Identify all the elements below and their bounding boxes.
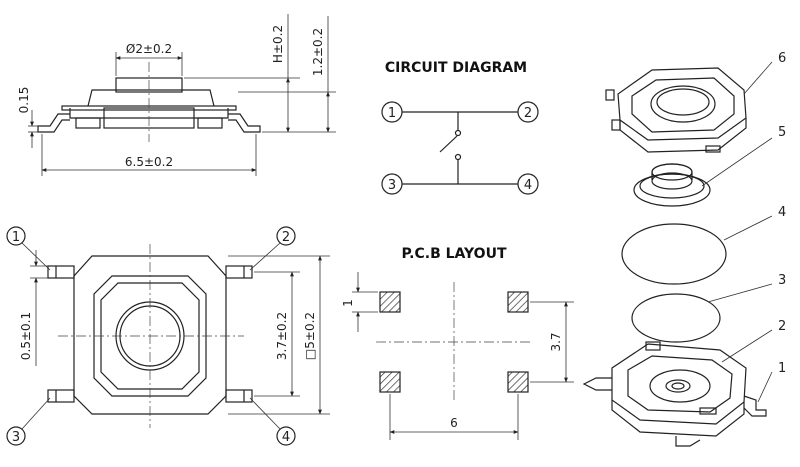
dim-width: 6.5±0.2 (125, 155, 173, 169)
label-part-1: 1 (778, 361, 786, 376)
label-part-5: 5 (778, 125, 786, 140)
dim-body-size: □5±0.2 (303, 312, 317, 360)
pcb-layout: P.C.B LAYOUT 1 3.7 6 (341, 246, 574, 440)
top-pin-1: 1 (12, 230, 20, 245)
circuit-pin-1: 1 (388, 106, 396, 121)
dim-height: H±0.2 (271, 25, 285, 63)
top-view: 1 2 3 4 0.5±0.1 3.7±0.2 □5±0.2 (6, 226, 330, 446)
circuit-pin-3: 3 (388, 178, 396, 193)
part-contact-disc (631, 293, 721, 343)
dim-lead-thickness: 0.15 (17, 87, 31, 114)
top-pin-4: 4 (282, 430, 290, 445)
dim-total-height: 1.2±0.2 (311, 28, 325, 76)
circuit-diagram: CIRCUIT DIAGRAM 1 2 3 4 (381, 60, 539, 195)
label-part-6: 6 (778, 51, 786, 66)
part-base (582, 341, 767, 447)
circuit-pin-2: 2 (524, 106, 532, 121)
label-part-3: 3 (778, 273, 786, 288)
part-cover (605, 67, 747, 153)
top-pin-3: 3 (12, 430, 20, 445)
dim-pin-pitch: 3.7±0.2 (275, 312, 289, 360)
pcb-title: P.C.B LAYOUT (401, 246, 506, 262)
circuit-pin-4: 4 (524, 178, 532, 193)
exploded-view: 6 5 4 3 2 1 (582, 51, 786, 447)
part-actuator (633, 163, 711, 207)
top-pin-2: 2 (282, 230, 290, 245)
dim-pad-horizontal: 6 (450, 416, 458, 430)
circuit-title: CIRCUIT DIAGRAM (385, 60, 527, 76)
dim-pad-size: 1 (341, 299, 355, 307)
label-part-2: 2 (778, 319, 786, 334)
side-view: Ø2±0.2 6.5±0.2 0.15 H±0.2 1.2±0.2 (17, 14, 336, 176)
dim-pin-width: 0.5±0.1 (19, 312, 33, 360)
label-part-4: 4 (778, 205, 786, 220)
part-dome (621, 223, 727, 285)
dim-top-diameter: Ø2±0.2 (126, 42, 172, 56)
dim-pad-vertical: 3.7 (549, 332, 563, 351)
